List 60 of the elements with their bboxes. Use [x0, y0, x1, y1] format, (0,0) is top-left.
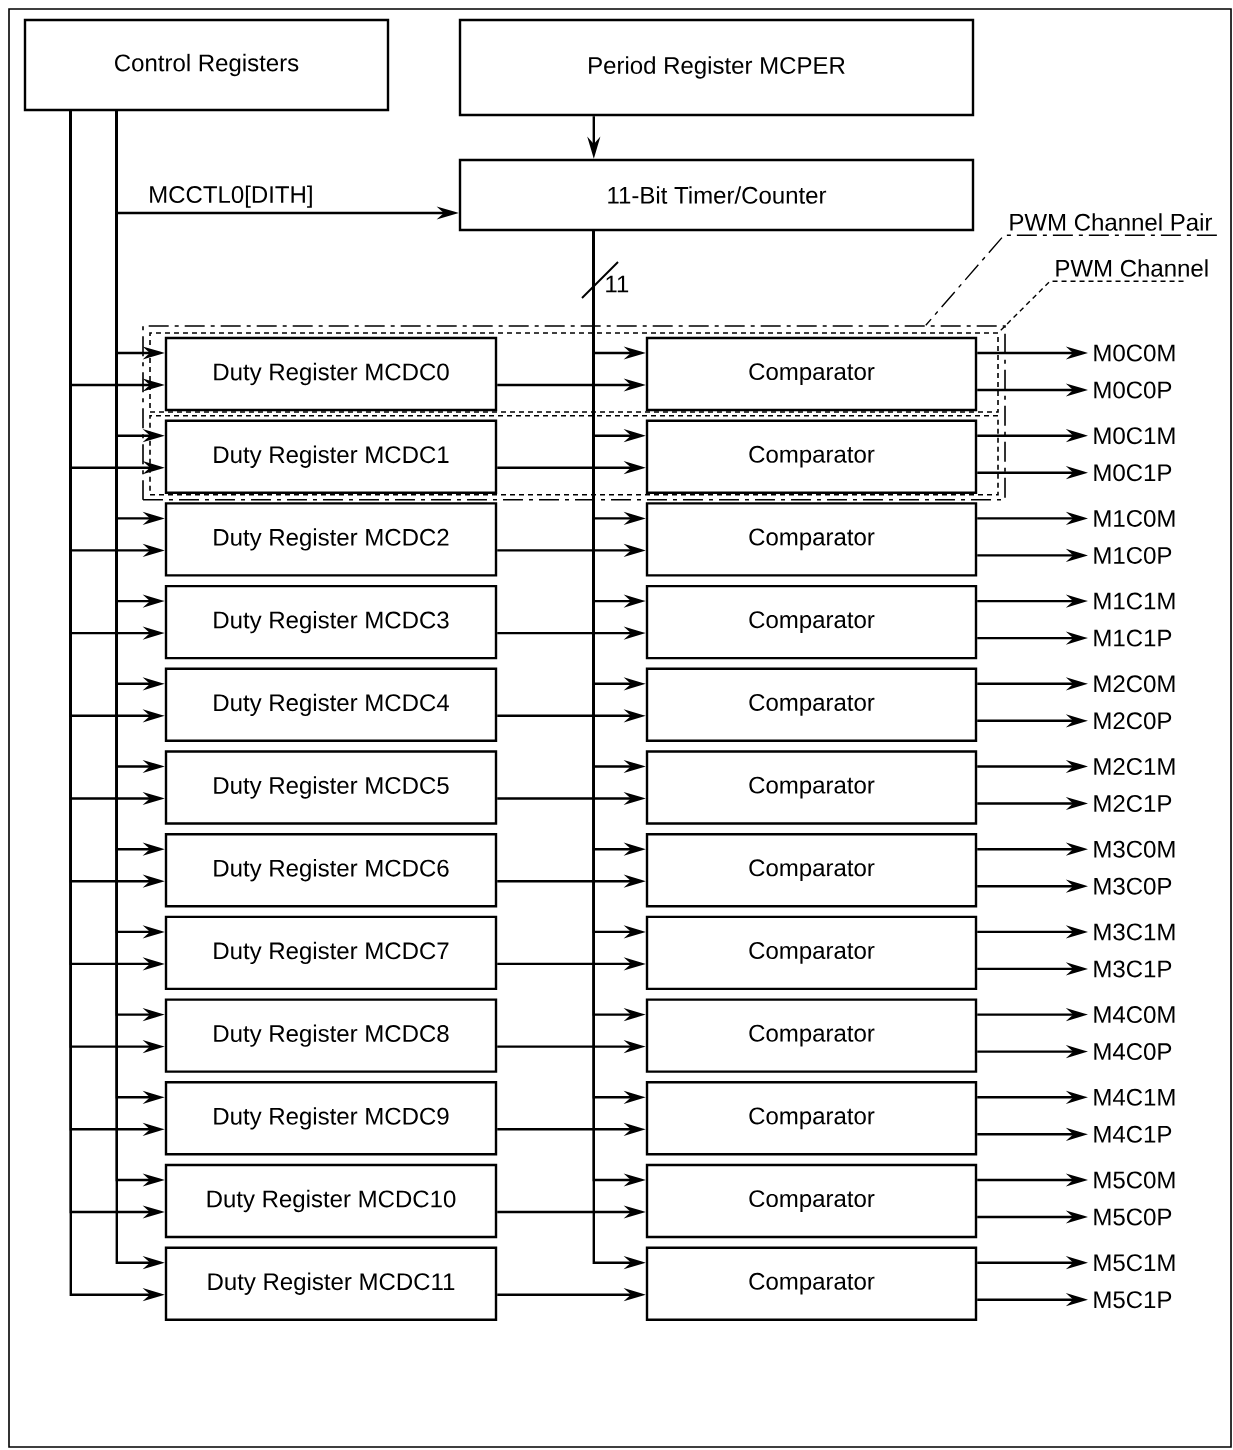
signal-label: M0C1M	[1094, 427, 1175, 445]
comparator-box: Comparator	[645, 1246, 978, 1321]
register-box: Duty Register MCDC8	[164, 998, 498, 1073]
signal-label: M0C0M	[1094, 344, 1175, 362]
signal-label: M1C0M	[1094, 509, 1175, 527]
edge-label: MCCTL0[DITH]	[150, 185, 312, 208]
signal-label: M3C1M	[1094, 923, 1175, 941]
signal-label: M2C1P	[1094, 795, 1172, 812]
register-box: Duty Register MCDC0	[164, 336, 498, 412]
channel-pair-outline	[142, 325, 1006, 501]
signal-label: M4C1M	[1094, 1088, 1175, 1106]
register-box: Duty Register MCDC6	[164, 833, 498, 908]
register-box: Duty Register MCDC5	[164, 750, 498, 825]
signal-label: M3C0M	[1094, 840, 1175, 858]
signal-label: M5C0P	[1094, 1208, 1172, 1226]
bus-width-label: 11	[606, 275, 629, 293]
comparator-box: Comparator	[645, 667, 978, 742]
register-box: Duty Register MCDC10	[164, 1163, 498, 1239]
signal-label: M4C1P	[1094, 1125, 1172, 1143]
signal-label: M5C1P	[1094, 1291, 1172, 1309]
channel-outline	[149, 414, 999, 496]
comparator-box: Comparator	[645, 750, 978, 825]
register-box: Duty Register MCDC9	[164, 1081, 498, 1156]
channel-outline	[149, 332, 999, 413]
signal-label: M2C1M	[1094, 758, 1175, 775]
signal-label: M3C1P	[1094, 960, 1172, 978]
signal-label: M0C1P	[1094, 464, 1172, 482]
register-box: Duty Register MCDC2	[164, 502, 498, 577]
register-box: Period Register MCPER	[458, 18, 975, 117]
signal-label: M2C0M	[1094, 675, 1175, 693]
timer-box: 11-Bit Timer/Counter	[458, 158, 975, 232]
comparator-box: Comparator	[645, 584, 978, 660]
comparator-box: Comparator	[645, 998, 978, 1073]
group-label: PWM Channel Pair	[1010, 213, 1213, 231]
comparator-box: Comparator	[645, 419, 978, 494]
leader-line	[925, 234, 1218, 326]
signal-label: M1C0P	[1094, 546, 1172, 564]
register-box: Duty Register MCDC11	[164, 1246, 498, 1321]
comparator-box: Comparator	[645, 502, 978, 577]
register-box: Duty Register MCDC3	[164, 584, 498, 660]
register-box: Duty Register MCDC4	[164, 667, 498, 742]
signal-label: M2C0P	[1094, 712, 1172, 730]
register-box: Duty Register MCDC1	[164, 419, 498, 494]
comparator-box: Comparator	[645, 1081, 978, 1156]
signal-label: M1C1M	[1094, 592, 1175, 610]
signal-label: M4C0M	[1094, 1006, 1175, 1024]
signal-label: M1C1P	[1094, 629, 1172, 647]
comparator-box: Comparator	[645, 336, 978, 412]
group-label: PWM Channel	[1056, 259, 1208, 277]
signal-label: M0C0P	[1094, 381, 1172, 399]
signal-label: M5C0M	[1094, 1171, 1175, 1189]
register-box: Duty Register MCDC7	[164, 915, 498, 991]
signal-label: M5C1M	[1094, 1254, 1175, 1272]
leader-line	[998, 280, 1185, 333]
comparator-box: Comparator	[645, 833, 978, 908]
signal-label: M3C0P	[1094, 877, 1172, 895]
comparator-box: Comparator	[645, 1163, 978, 1239]
comparator-box: Comparator	[645, 915, 978, 991]
signal-label: M4C0P	[1094, 1043, 1172, 1061]
register-box: Control Registers	[23, 18, 390, 112]
